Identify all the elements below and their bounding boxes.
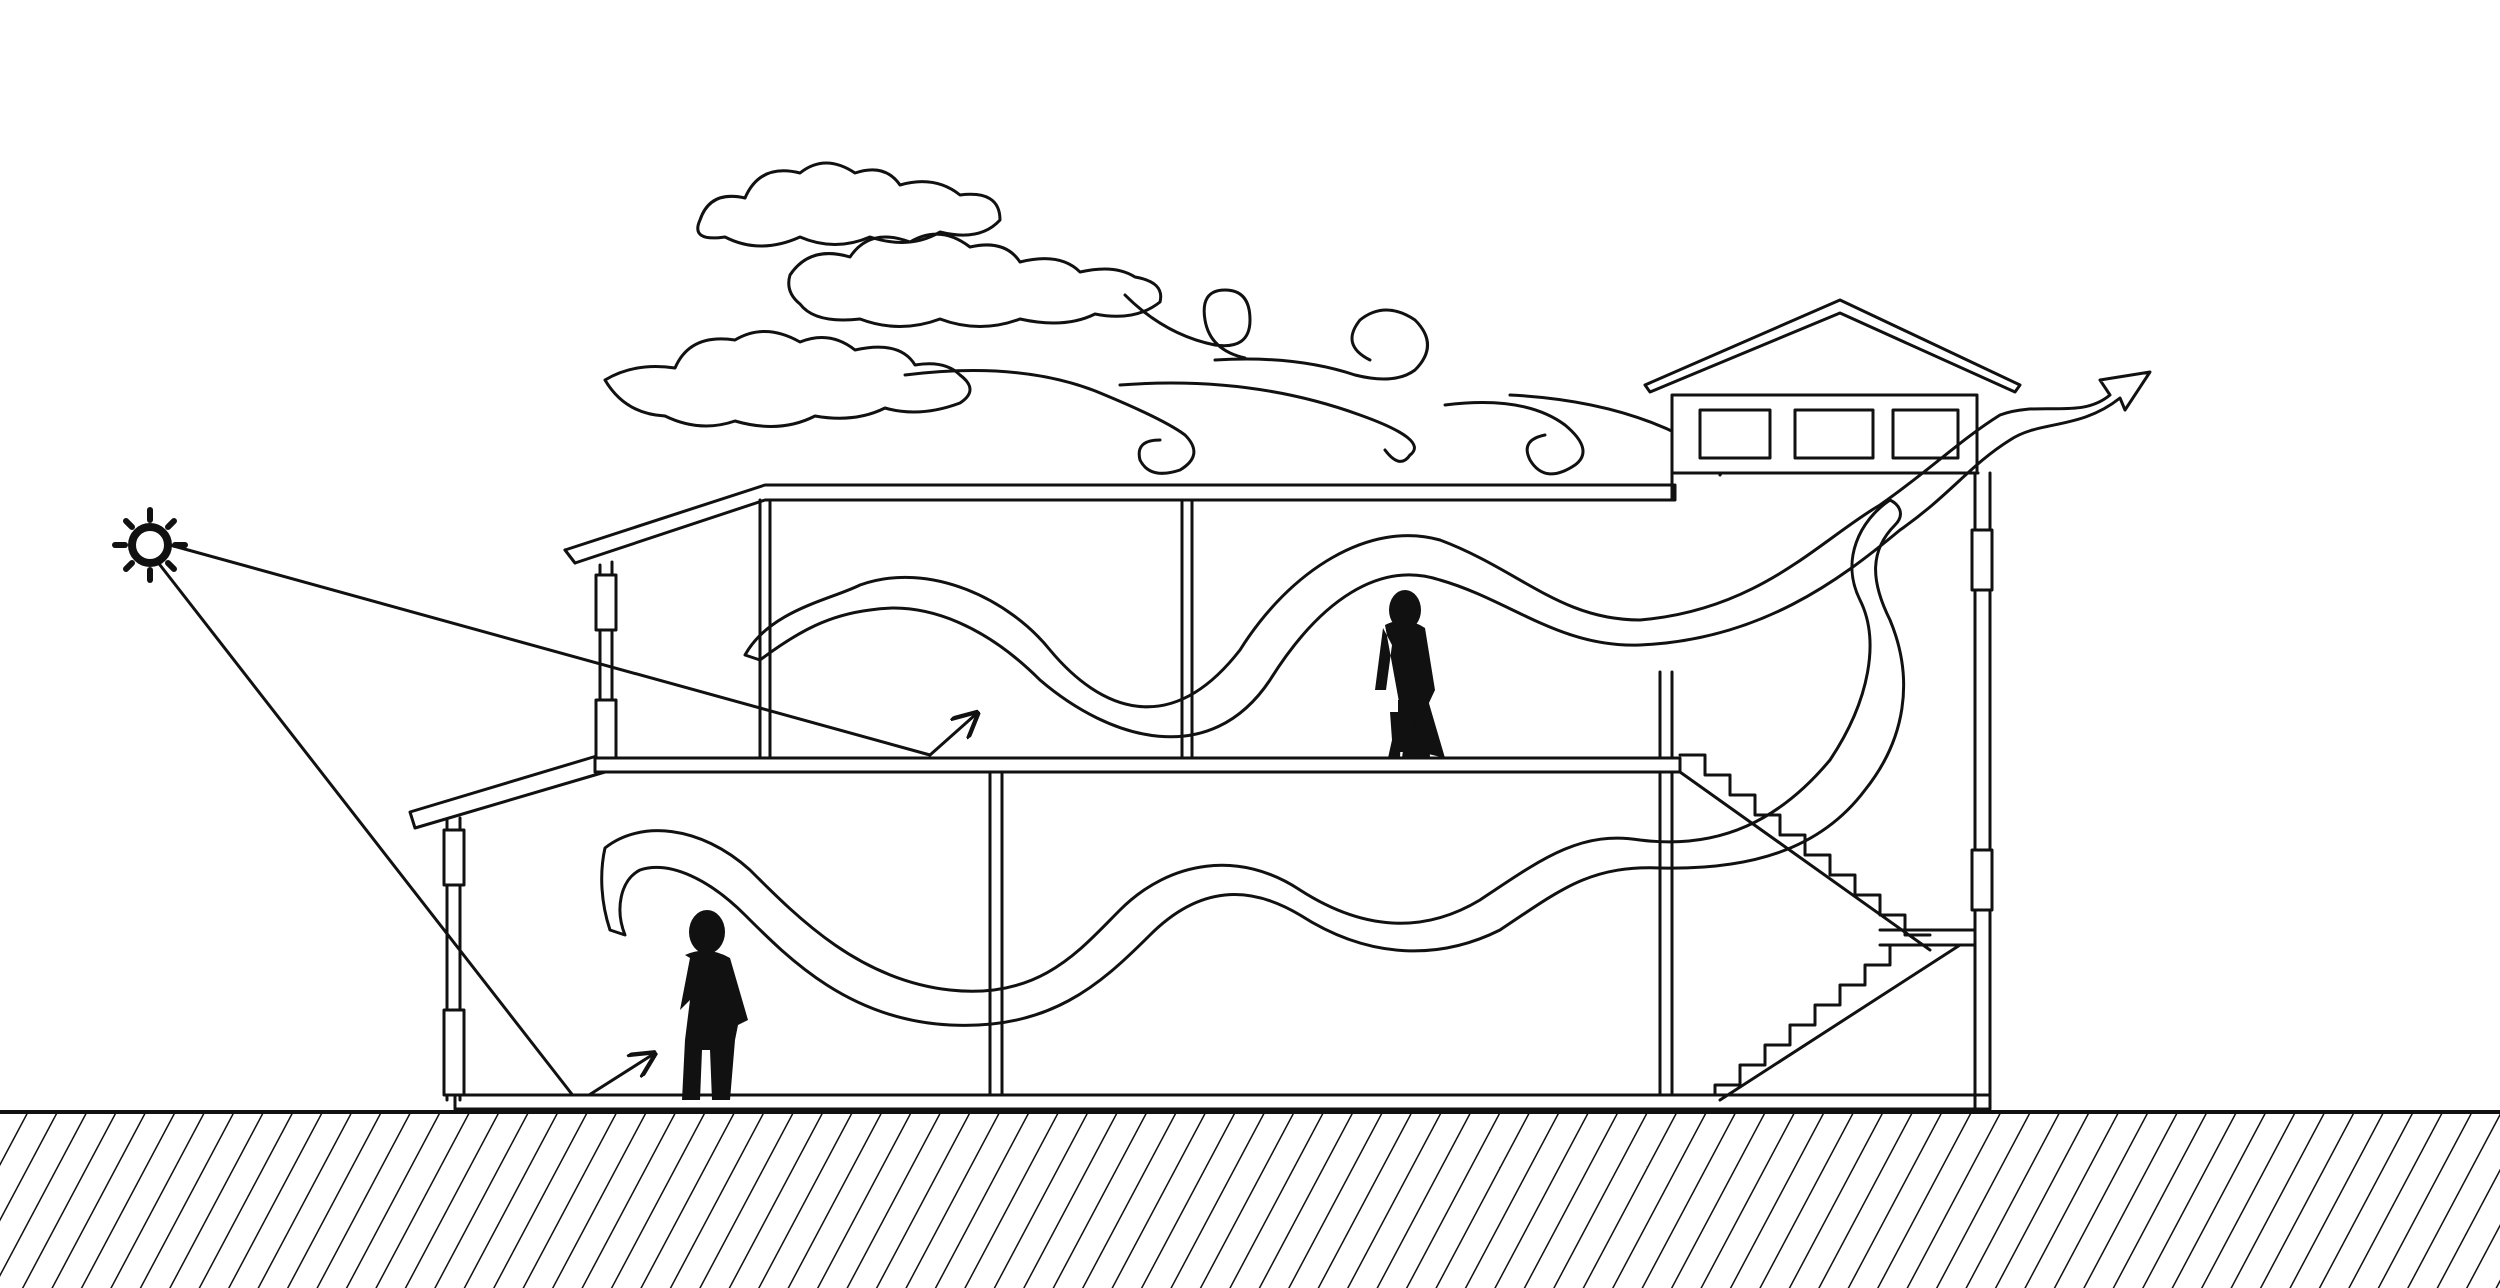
airflow-ribbon-lower — [600, 498, 1906, 1027]
ground-hatch — [0, 1110, 2500, 1288]
person-upper-floor — [1375, 590, 1445, 758]
cloud-lower — [603, 330, 972, 428]
person-ground-floor — [680, 910, 748, 1100]
sun-rays — [158, 543, 975, 1104]
airflow-ribbon-upper — [743, 370, 2152, 739]
cloud-middle — [787, 232, 1163, 328]
building-section — [408, 298, 2022, 1111]
wind-swirls — [903, 288, 1723, 477]
sun-icon — [112, 507, 188, 583]
cloud-upper — [696, 161, 1002, 248]
